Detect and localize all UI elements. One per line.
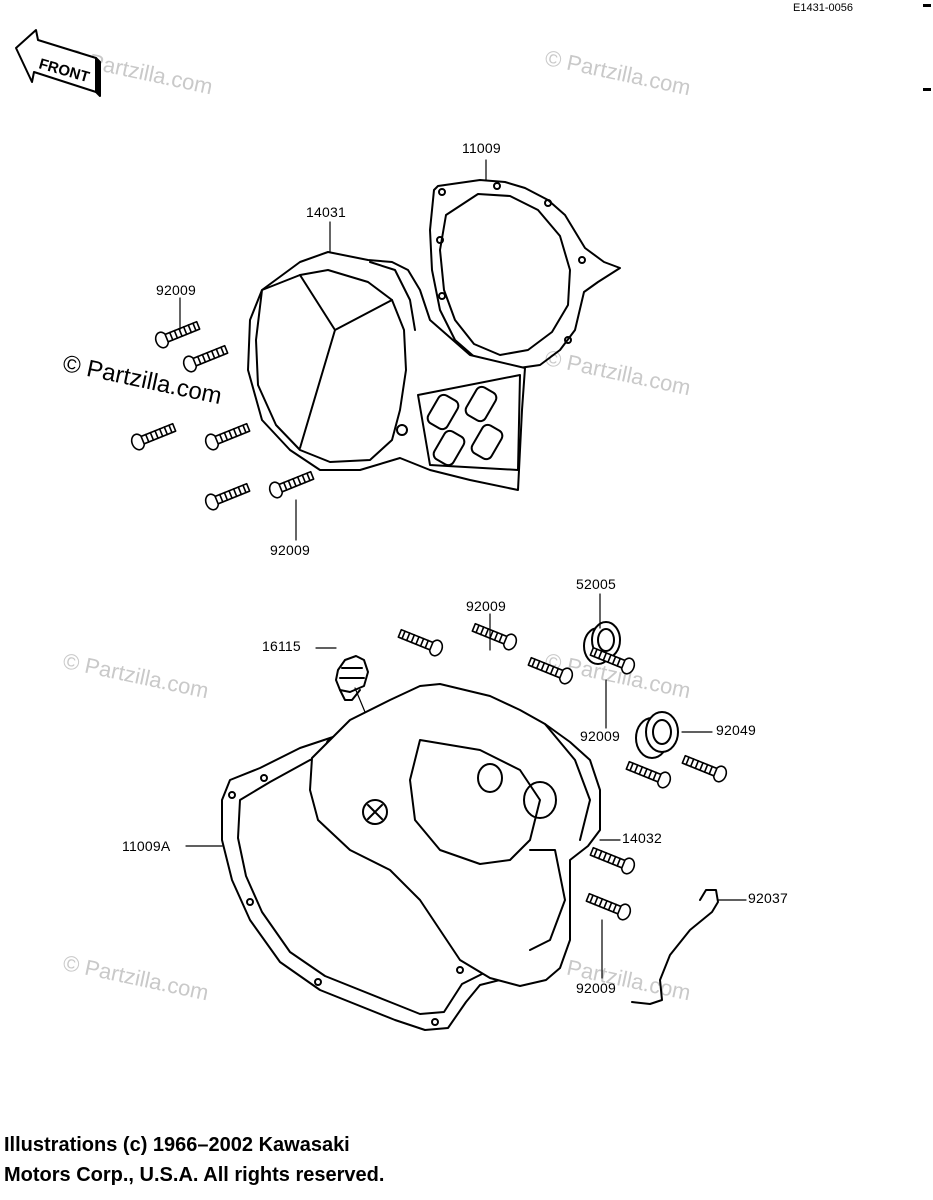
edge-tick (923, 88, 931, 91)
edge-tick (923, 4, 931, 7)
cover-14031 (247, 251, 526, 491)
gasket-11009 (429, 179, 621, 371)
clamp-92037 (631, 889, 719, 1005)
part-label-11009A: 11009A (122, 838, 171, 854)
part-label-92009: 92009 (466, 598, 506, 614)
bolt-92009 (397, 622, 728, 921)
part-label-14031: 14031 (306, 204, 346, 220)
seal-92049 (635, 711, 679, 759)
cover-14032 (309, 655, 601, 987)
part-label-16115: 16115 (262, 638, 301, 654)
part-label-92009: 92009 (270, 542, 310, 558)
bolt-92009 (130, 320, 315, 511)
part-label-92009: 92009 (156, 282, 196, 298)
figure-reference: E1431-0056 (793, 2, 853, 14)
front-arrow-icon: FRONT (15, 29, 101, 97)
part-label-14032: 14032 (622, 830, 662, 846)
copyright-notice: Illustrations (c) 1966–2002 Kawasaki Mot… (4, 1130, 384, 1190)
copyright-line-2: Motors Corp., U.S.A. All rights reserved… (4, 1164, 385, 1186)
copyright-line-1: Illustrations (c) 1966–2002 Kawasaki (4, 1134, 350, 1156)
part-label-92049: 92049 (716, 722, 756, 738)
leader-lines (179, 159, 747, 979)
part-label-92009: 92009 (580, 728, 620, 744)
part-label-52005: 52005 (576, 576, 616, 592)
part-label-92009: 92009 (576, 980, 616, 996)
part-label-11009: 11009 (462, 140, 501, 156)
part-label-92037: 92037 (748, 890, 788, 906)
